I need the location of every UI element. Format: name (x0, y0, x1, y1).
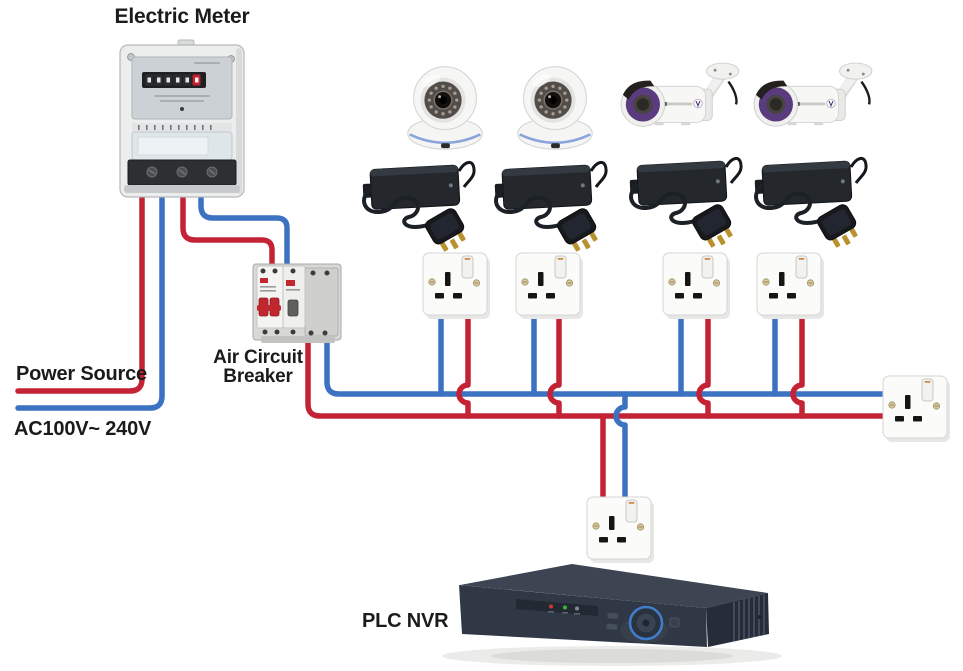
electric-meter-label: Electric Meter (114, 5, 250, 28)
nvr-led-grey (575, 606, 579, 611)
wire-live-power-source (15, 185, 145, 394)
wall-socket-nvr (586, 496, 655, 564)
voltage-range-label: AC100V~ 240V (14, 418, 152, 440)
breaker-rcd-module (304, 267, 339, 337)
meter-side-shade (236, 48, 242, 194)
power-adapter-4 (751, 156, 869, 255)
meter-counter-digits (145, 74, 201, 86)
wire-neutral-meter-to-breaker (198, 185, 290, 269)
nvr-led-green (563, 605, 567, 610)
breaker-terminals-bottom (262, 329, 328, 336)
wire-live-drop-socket4 (790, 305, 805, 419)
wall-socket-4 (756, 252, 825, 320)
wall-socket-1 (422, 252, 491, 320)
air-circuit-breaker-label-line1: Air Circuit (213, 347, 303, 368)
power-source-label: Power Source (16, 363, 147, 385)
nvr-shadow (442, 646, 782, 666)
wire-live-drop-socket1 (456, 305, 471, 419)
meter-label-strip (132, 123, 232, 132)
breaker-terminals-top (260, 268, 330, 276)
dome-camera-2 (516, 65, 594, 151)
plc-nvr (442, 564, 782, 666)
wire-neutral-bus (324, 335, 887, 397)
wire-live-drop-socket2 (547, 305, 562, 419)
nvr-square-button (669, 617, 680, 628)
wire-live-meter-to-breaker (180, 185, 275, 269)
wall-socket-right (882, 375, 951, 443)
wire-live-bus (305, 335, 887, 419)
breaker-label-red (286, 280, 295, 286)
wall-socket-2 (515, 252, 584, 320)
plc-nvr-label: PLC NVR (362, 610, 449, 632)
wire-neutral-drop-nvr-socket (613, 391, 628, 505)
wall-socket-3 (662, 252, 731, 320)
wiring (15, 185, 887, 505)
power-adapter-1 (359, 160, 477, 259)
dome-camera-1 (406, 65, 484, 151)
breaker-din-base (261, 336, 335, 343)
nvr-buttons (606, 612, 619, 630)
nvr-led-strip (516, 599, 598, 616)
meter-barcode-marks (138, 125, 212, 130)
nvr-top-face (460, 564, 768, 608)
bullet-camera-1 (621, 63, 739, 126)
meter-bottom-lip (124, 185, 240, 193)
bullet-camera-2 (754, 63, 872, 126)
power-adapter-3 (626, 156, 744, 255)
electric-meter (119, 39, 245, 198)
air-circuit-breaker-label: Air Circuit Breaker (198, 348, 318, 387)
nvr-side-port (758, 615, 762, 619)
air-circuit-breaker-label-line2: Breaker (223, 366, 293, 388)
power-adapter-2 (491, 160, 609, 259)
wire-live-drop-socket3 (696, 305, 711, 419)
breaker-pole-1 (256, 265, 284, 329)
breaker-pole-2 (282, 265, 306, 329)
breaker-toggle-tie-bar (257, 305, 281, 311)
meter-lcd-screen (137, 136, 209, 156)
nvr-led-red (549, 604, 553, 609)
wire-neutral-power-source (15, 185, 165, 411)
meter-terminal-screws (146, 166, 218, 178)
breaker-label-red (260, 278, 268, 283)
breaker-rcd-toggle (287, 299, 299, 317)
air-circuit-breaker (252, 263, 342, 343)
